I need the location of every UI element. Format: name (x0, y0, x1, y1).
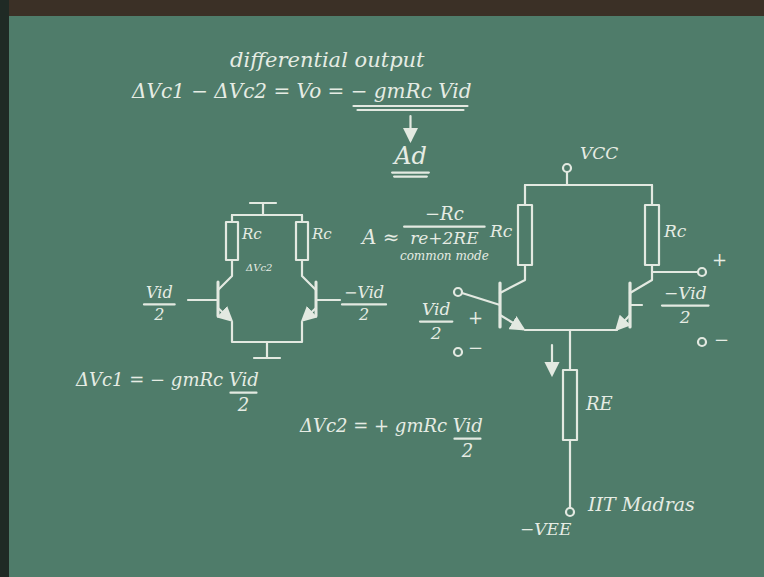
terminal (454, 348, 462, 356)
underline (357, 109, 463, 111)
fraction-bar (662, 304, 709, 306)
emitter-arrow (500, 315, 523, 329)
fraction-denominator: 2 (154, 306, 164, 324)
wire (188, 299, 340, 301)
terminal (563, 164, 571, 172)
right-circuit (454, 164, 706, 516)
underline (394, 175, 427, 177)
formula: ΔVc2 = + gmRc Vid (300, 416, 483, 437)
fraction-denominator: 2 (462, 441, 473, 462)
fraction-denominator: 2 (359, 306, 369, 324)
formula: ΔVc1 = − gmRc Vid (76, 370, 259, 391)
signal-name: −Vid (664, 284, 707, 304)
underline (353, 105, 467, 107)
resistor-label: RE (586, 394, 613, 415)
board-edge (0, 0, 9, 577)
current-arrow (551, 345, 553, 374)
terminal (566, 508, 574, 516)
fraction-bar (230, 392, 256, 394)
fraction-bar (144, 303, 175, 305)
board-heading: differential output (230, 48, 425, 72)
fraction-bar (454, 438, 480, 440)
polarity-sign: + (712, 250, 727, 271)
supply-label: VCC (580, 144, 618, 164)
wire (462, 293, 500, 305)
polarity-sign: − (468, 338, 483, 359)
board-frame (0, 0, 764, 16)
signal-name: Vid (422, 300, 450, 320)
fraction-denominator: 2 (238, 395, 249, 416)
wire (630, 185, 652, 293)
emitter-rail (232, 322, 302, 358)
resistor-label: Rc (664, 222, 686, 242)
resistor-symbol (563, 370, 577, 440)
fraction-numerator: −Rc (425, 204, 464, 225)
resistor-label: Rc (312, 226, 332, 243)
signal-name: −Vid (344, 284, 384, 302)
watermark: IIT Madras (588, 494, 695, 516)
fraction-denominator: 2 (431, 324, 442, 344)
signal-name: ΔVc2 (246, 262, 272, 274)
resistor-symbol (518, 205, 532, 265)
ground-rail (232, 203, 302, 215)
arrow (409, 116, 411, 140)
supply-rail (525, 172, 652, 185)
terminal (698, 268, 706, 276)
resistor-label: Rc (242, 226, 262, 243)
gain-symbol: Ad (394, 143, 427, 171)
terminal (698, 338, 706, 346)
supply-label: −VEE (520, 520, 571, 540)
polarity-sign: − (714, 330, 729, 351)
fraction-denominator: re+2RE (410, 229, 478, 249)
underline (392, 171, 429, 173)
resistor-symbol (645, 205, 659, 265)
note: common mode (400, 250, 489, 264)
resistor-symbol (296, 222, 308, 260)
emitter-rail (525, 330, 617, 508)
emitter-arrow (218, 308, 231, 320)
emitter-arrow (303, 308, 316, 320)
small-circuit (188, 203, 340, 358)
polarity-sign: + (468, 308, 483, 329)
resistor-symbol (226, 222, 238, 260)
fraction-bar (404, 226, 484, 228)
fraction-bar (342, 303, 386, 305)
emitter-arrow (617, 315, 630, 329)
terminal (454, 288, 462, 296)
fraction-bar (420, 320, 452, 322)
signal-name: Vid (146, 284, 173, 302)
fraction-denominator: 2 (680, 308, 691, 328)
formula: ΔVc1 − ΔVc2 = Vo = − gmRc Vid (132, 80, 471, 103)
resistor-label: Rc (490, 222, 512, 242)
formula: A ≈ (362, 226, 400, 249)
